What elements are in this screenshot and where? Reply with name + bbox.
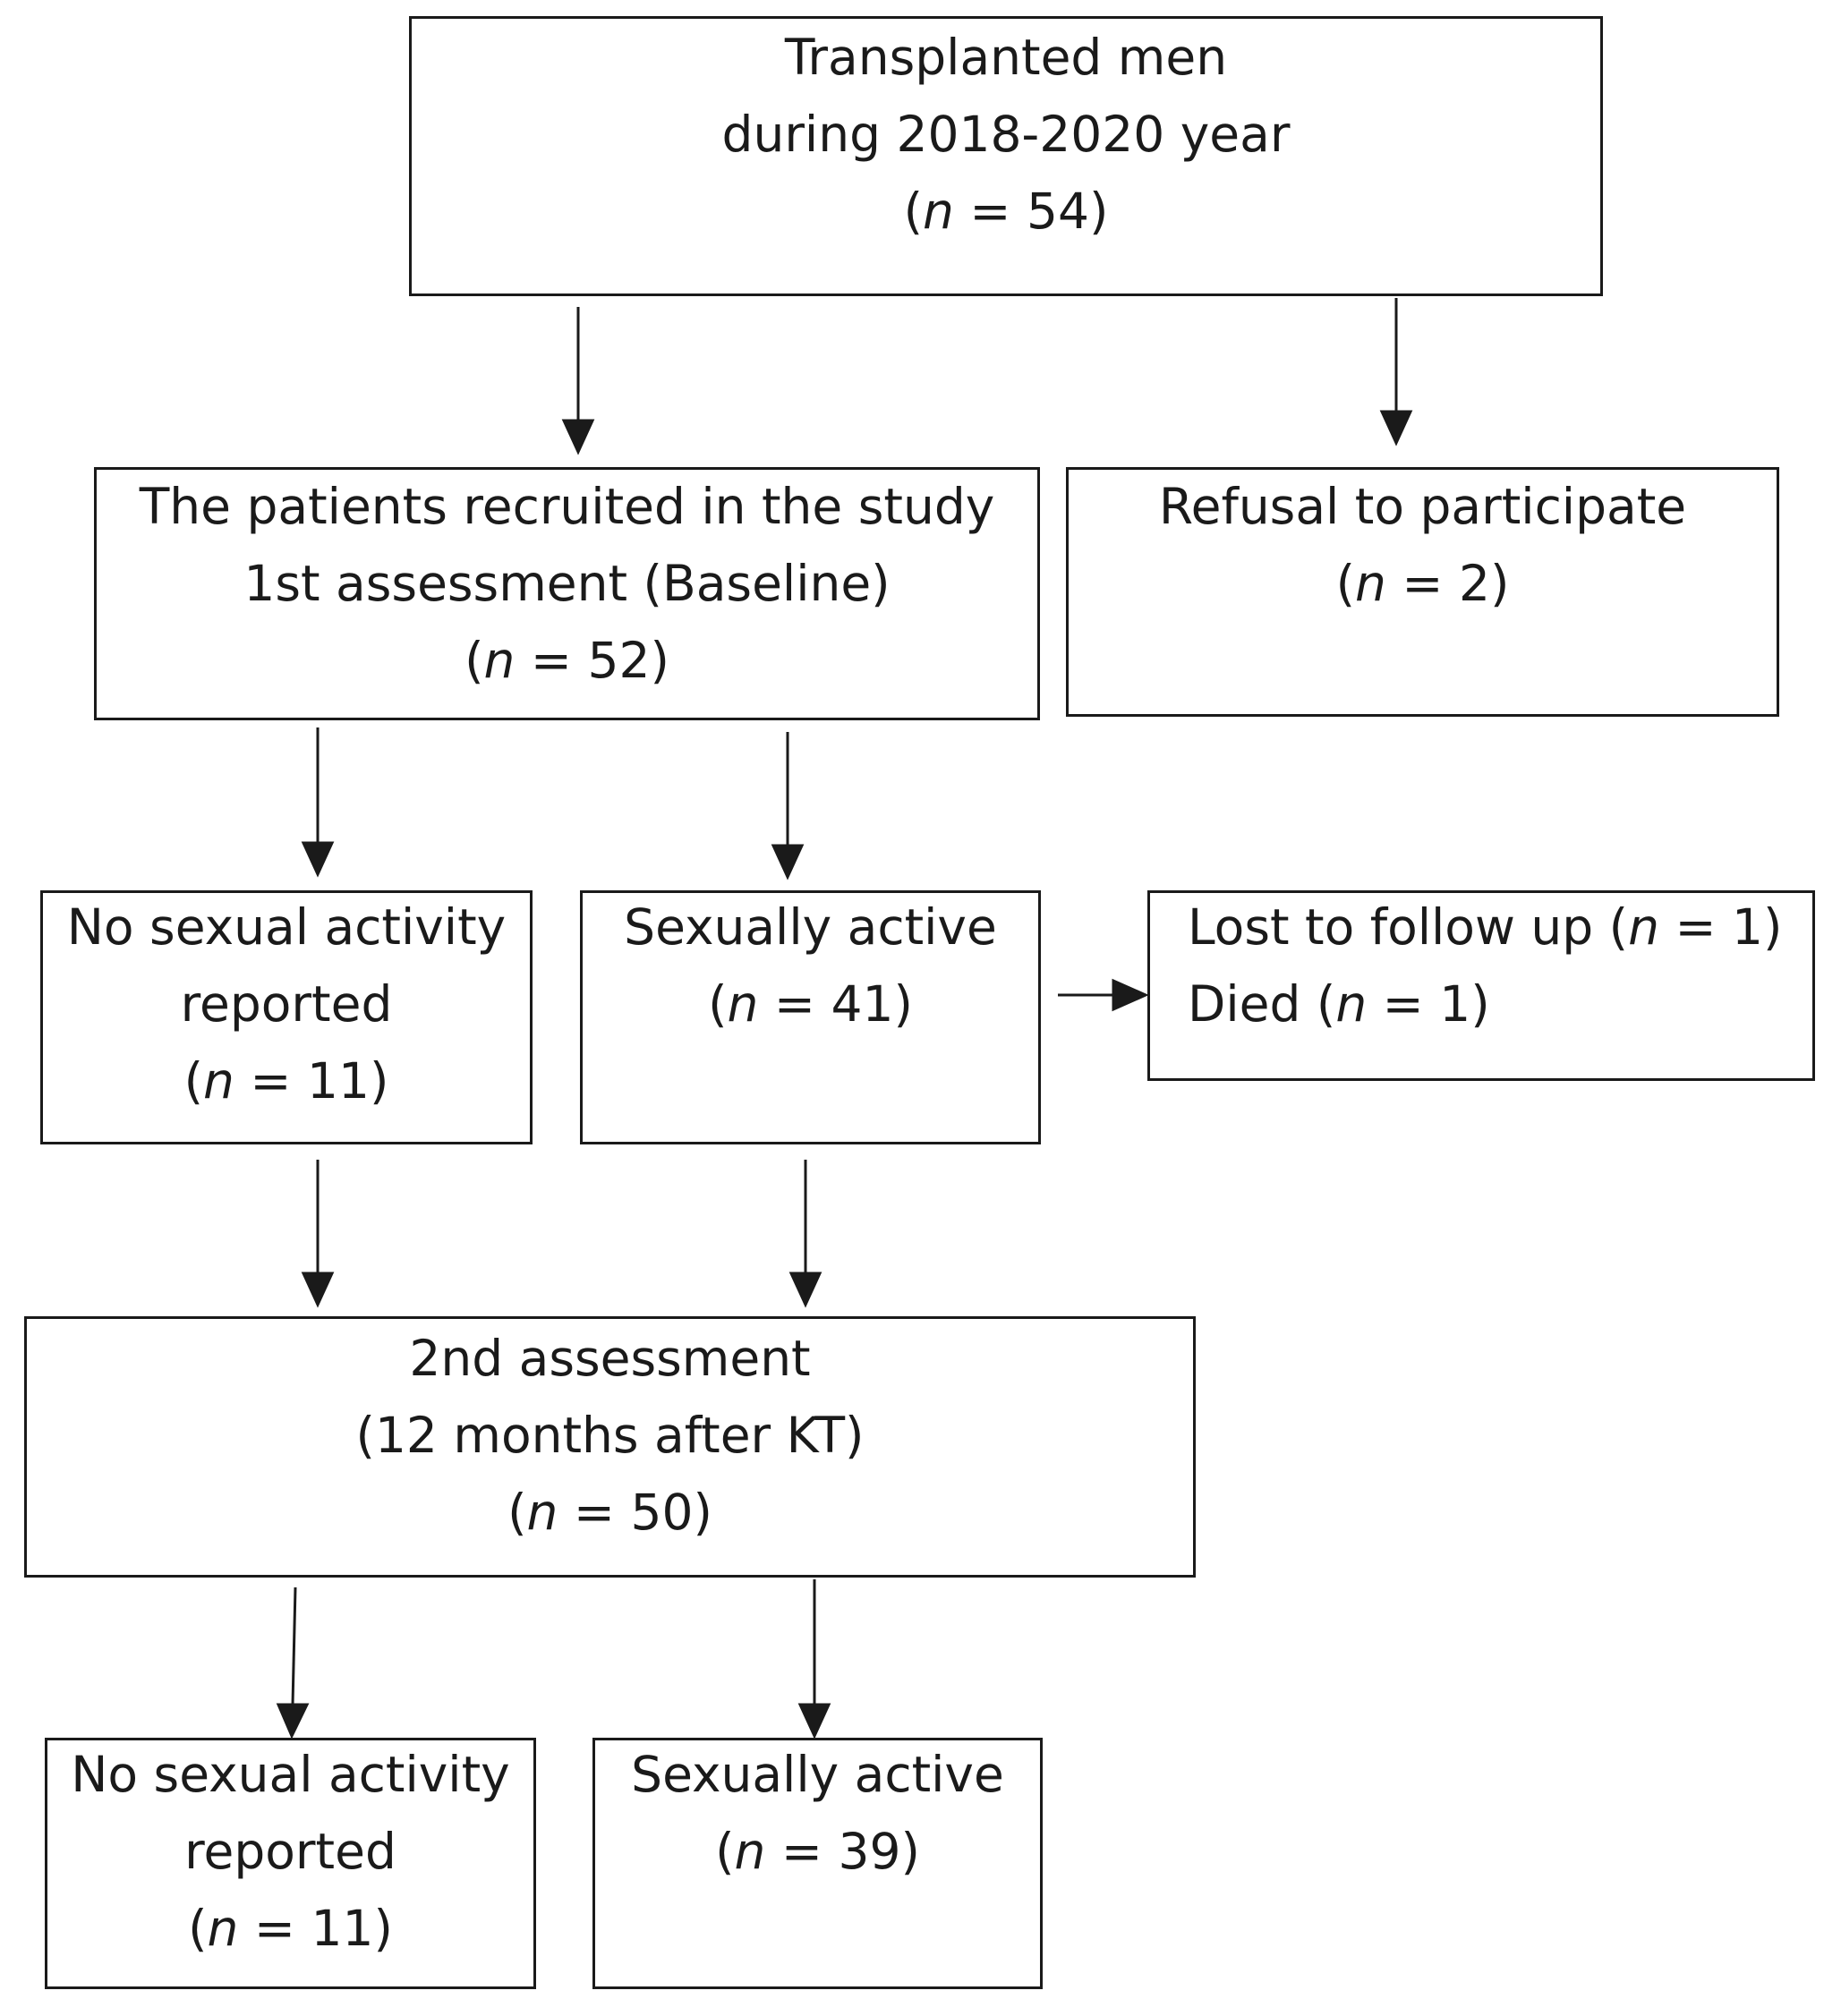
arrowhead — [301, 841, 335, 878]
arrow-to-no-activity-2 — [291, 1586, 297, 1706]
no-activity-1-title: No sexual activity — [66, 898, 507, 956]
transplanted-title: Transplanted men — [784, 29, 1228, 86]
box-refusal: Refusal to participate (n = 2) — [1066, 467, 1779, 717]
lost-line: Lost to follow up (n = 1) — [1188, 898, 1783, 956]
active-2-title: Sexually active — [631, 1746, 1004, 1803]
box-no-activity-followup: No sexual activity reported (n = 11) — [45, 1738, 536, 1989]
no-activity-2-title: No sexual activity — [71, 1746, 510, 1803]
arrowhead — [797, 1703, 831, 1740]
second-count: (n = 50) — [507, 1484, 712, 1541]
active-2-count: (n = 39) — [715, 1823, 920, 1880]
second-timing: (12 months after KT) — [355, 1407, 865, 1464]
refusal-count: (n = 2) — [1335, 555, 1510, 612]
box-recruited: The patients recruited in the study 1st … — [94, 467, 1040, 720]
transplanted-count: (n = 54) — [903, 183, 1109, 240]
arrowhead — [1379, 410, 1413, 447]
second-title: 2nd assessment — [409, 1330, 811, 1387]
recruited-count: (n = 52) — [465, 632, 669, 689]
recruited-title: The patients recruited in the study — [139, 478, 995, 535]
recruited-assessment: 1st assessment (Baseline) — [243, 555, 891, 612]
box-active-baseline: Sexually active (n = 41) — [580, 890, 1041, 1144]
no-activity-2-count: (n = 11) — [188, 1900, 393, 1957]
active-1-title: Sexually active — [624, 898, 997, 956]
arrowhead — [276, 1703, 310, 1740]
box-no-activity-baseline: No sexual activity reported (n = 11) — [40, 890, 533, 1144]
box-second-assessment: 2nd assessment (12 months after KT) (n =… — [24, 1316, 1196, 1578]
died-line: Died (n = 1) — [1188, 975, 1490, 1033]
no-activity-1-subtitle: reported — [180, 975, 393, 1033]
arrowhead — [1112, 978, 1149, 1012]
active-1-count: (n = 41) — [708, 975, 913, 1033]
box-active-followup: Sexually active (n = 39) — [592, 1738, 1043, 1989]
box-transplanted-men: Transplanted men during 2018-2020 year (… — [409, 16, 1603, 296]
transplanted-period: during 2018-2020 year — [721, 106, 1291, 163]
no-activity-1-count: (n = 11) — [183, 1052, 389, 1110]
refusal-title: Refusal to participate — [1158, 478, 1687, 535]
box-lost-died: Lost to follow up (n = 1) Died (n = 1) — [1147, 890, 1815, 1081]
no-activity-2-subtitle: reported — [184, 1823, 396, 1880]
arrowhead — [788, 1272, 822, 1308]
arrowhead — [301, 1272, 335, 1308]
arrowhead — [771, 844, 805, 880]
arrowhead — [561, 419, 595, 455]
